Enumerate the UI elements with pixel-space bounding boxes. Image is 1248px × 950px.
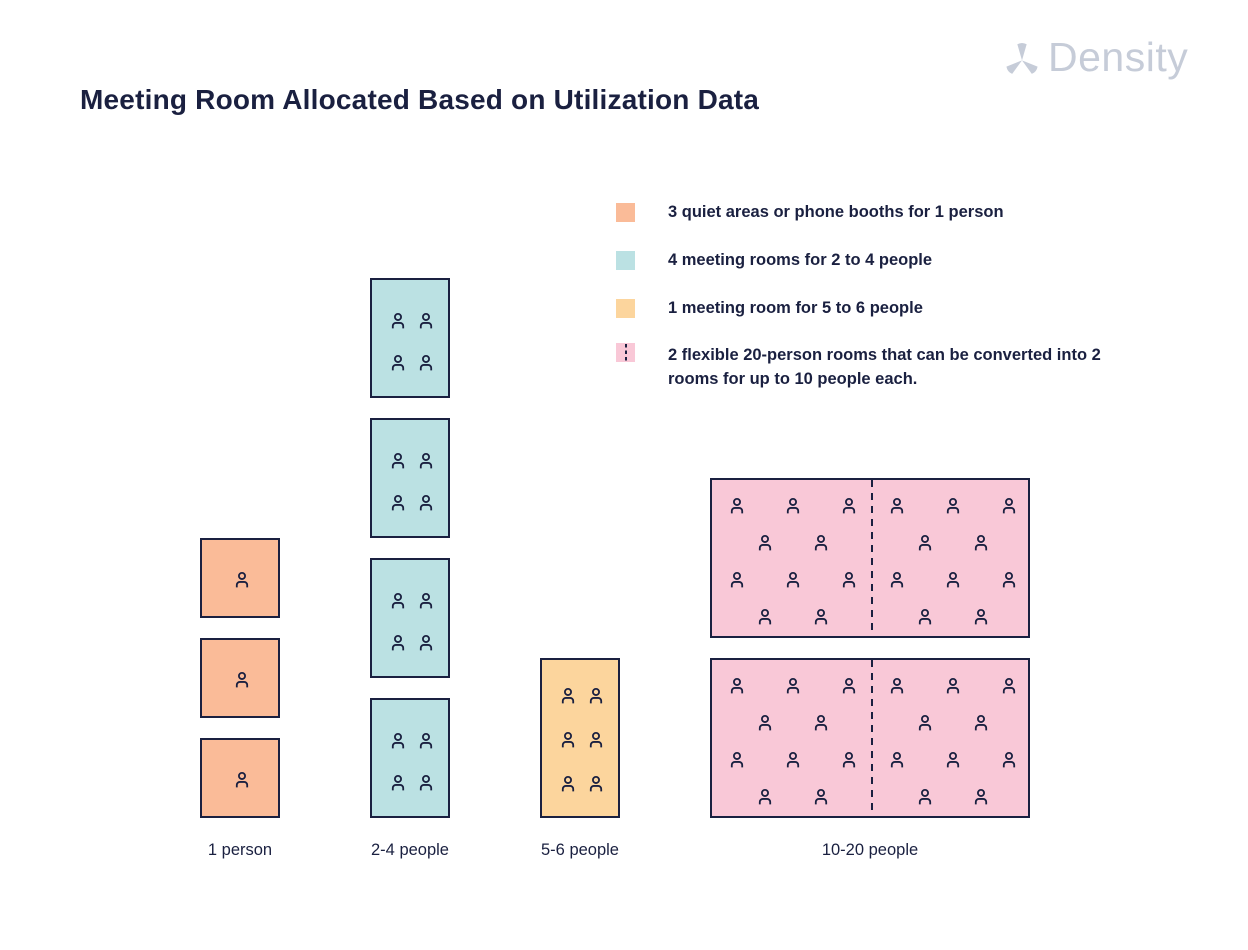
legend-item: 2 flexible 20-person rooms that can be c… [616, 343, 1146, 391]
person-icon [419, 494, 433, 511]
person-icon [391, 634, 405, 651]
person-icon [730, 497, 744, 514]
person-icon [786, 751, 800, 768]
room-box [370, 418, 450, 538]
person-icon [391, 774, 405, 791]
legend-item: 3 quiet areas or phone booths for 1 pers… [616, 200, 1004, 224]
person-icon [814, 788, 828, 805]
person-icon [890, 571, 904, 588]
legend-swatch-divider [624, 344, 627, 361]
person-icon [730, 677, 744, 694]
person-icon [890, 497, 904, 514]
person-icon [842, 677, 856, 694]
person-icon [589, 731, 603, 748]
person-icon [974, 534, 988, 551]
room-box [540, 658, 620, 818]
legend-label: 2 flexible 20-person rooms that can be c… [668, 346, 1101, 388]
person-icon [561, 687, 575, 704]
room-box [710, 478, 1030, 638]
legend-label: 4 meeting rooms for 2 to 4 people [668, 251, 933, 269]
density-logo: Density [1002, 36, 1188, 78]
room-box [370, 278, 450, 398]
room-box [710, 658, 1030, 818]
category-label-1-person: 1 person [207, 841, 273, 859]
legend-swatch-quiet-area [616, 202, 635, 222]
person-icon [918, 534, 932, 551]
person-icon [391, 494, 405, 511]
person-icon [235, 771, 249, 788]
person-icon [946, 677, 960, 694]
person-icon [918, 608, 932, 625]
room-divider-dashed-line [871, 660, 873, 816]
person-icon [419, 592, 433, 609]
person-icon [730, 751, 744, 768]
person-icon [1002, 497, 1016, 514]
room-box [200, 638, 280, 718]
person-icon [1002, 751, 1016, 768]
person-icon [842, 571, 856, 588]
person-icon [974, 714, 988, 731]
person-icon [786, 677, 800, 694]
person-icon [419, 634, 433, 651]
page-title: Meeting Room Allocated Based on Utilizat… [80, 84, 760, 115]
density-logo-text: Density [1048, 33, 1189, 80]
density-tripod-icon [1006, 42, 1038, 74]
person-icon [946, 751, 960, 768]
person-icon [974, 788, 988, 805]
person-icon [890, 751, 904, 768]
person-icon [842, 751, 856, 768]
person-icon [391, 312, 405, 329]
legend-swatch-flexible-room [616, 343, 635, 362]
person-icon [946, 497, 960, 514]
person-icon [419, 774, 433, 791]
legend-label: 3 quiet areas or phone booths for 1 pers… [668, 203, 1004, 221]
legend-swatch-meeting-room-medium [616, 298, 635, 318]
person-icon [918, 714, 932, 731]
person-icon [235, 571, 249, 588]
person-icon [890, 677, 904, 694]
person-icon [391, 732, 405, 749]
person-icon [814, 714, 828, 731]
person-icon [758, 788, 772, 805]
person-icon [419, 732, 433, 749]
person-icon [974, 608, 988, 625]
legend-item: 4 meeting rooms for 2 to 4 people [616, 248, 932, 272]
person-icon [1002, 571, 1016, 588]
person-icon [391, 354, 405, 371]
person-icon [419, 312, 433, 329]
category-label-10-20-people: 10-20 people [821, 841, 919, 859]
person-icon [419, 354, 433, 371]
room-box [200, 538, 280, 618]
room-box [370, 698, 450, 818]
person-icon [730, 571, 744, 588]
category-label-2-4-people: 2-4 people [371, 841, 449, 859]
person-icon [1002, 677, 1016, 694]
person-icon [814, 608, 828, 625]
legend-label: 1 meeting room for 5 to 6 people [668, 299, 923, 317]
person-icon [758, 608, 772, 625]
person-icon [946, 571, 960, 588]
room-divider-dashed-line [871, 480, 873, 636]
person-icon [235, 671, 249, 688]
person-icon [842, 497, 856, 514]
category-label-5-6-people: 5-6 people [541, 841, 619, 859]
person-icon [589, 775, 603, 792]
person-icon [391, 452, 405, 469]
room-box [200, 738, 280, 818]
person-icon [561, 775, 575, 792]
legend-item: 1 meeting room for 5 to 6 people [616, 296, 923, 320]
person-icon [814, 534, 828, 551]
person-icon [786, 497, 800, 514]
person-icon [758, 714, 772, 731]
person-icon [391, 592, 405, 609]
person-icon [561, 731, 575, 748]
person-icon [589, 687, 603, 704]
person-icon [786, 571, 800, 588]
person-icon [419, 452, 433, 469]
legend-swatch-meeting-room-small [616, 250, 635, 270]
person-icon [758, 534, 772, 551]
person-icon [918, 788, 932, 805]
room-box [370, 558, 450, 678]
